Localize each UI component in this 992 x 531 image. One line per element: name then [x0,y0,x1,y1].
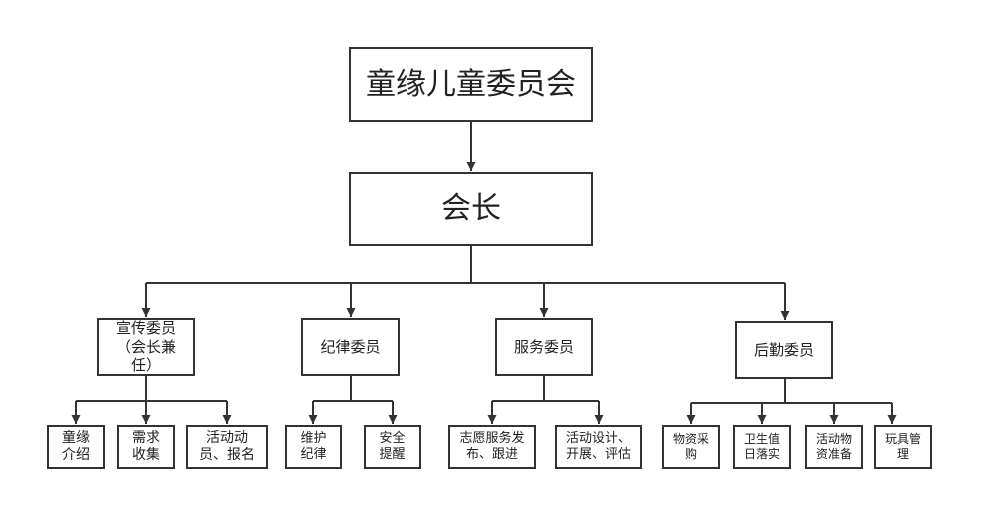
node-task-procurement: 物资采 购 [662,425,720,469]
node-service-committee: 服务委员 [495,318,593,376]
node-logistics-committee: 后勤委员 [735,321,833,379]
node-task-toy-management: 玩具管 理 [874,425,932,469]
node-task-volunteer-service: 志愿服务发 布、跟进 [448,425,536,469]
node-task-activity-design: 活动设计、 开展、评估 [555,425,642,469]
node-task-activity-supplies: 活动物 资准备 [805,425,863,469]
node-root-committee: 童缘儿童委员会 [349,47,593,122]
node-publicity-committee: 宣传委员 （会长兼 任） [97,318,195,376]
node-task-safety-reminder: 安全 提醒 [364,425,421,469]
node-task-needs-collection: 需求 收集 [117,425,175,469]
node-task-hygiene-duty: 卫生值 日落实 [733,425,791,469]
node-president: 会长 [349,172,593,246]
node-task-introduction: 童缘 介绍 [47,425,105,469]
node-task-maintain-discipline: 维护 纪律 [285,425,342,469]
node-discipline-committee: 纪律委员 [301,318,400,376]
node-task-activity-mobilization: 活动动 员、报名 [186,425,268,469]
